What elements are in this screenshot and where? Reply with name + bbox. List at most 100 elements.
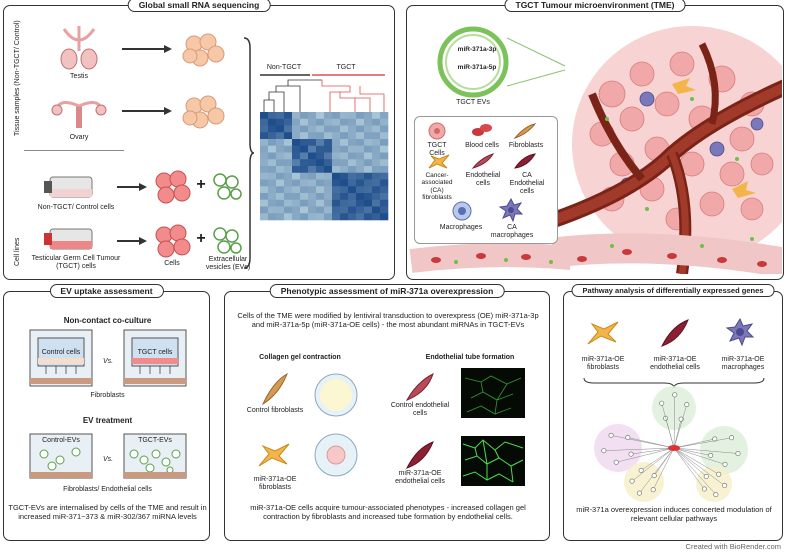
- heatmap-cell: [276, 132, 285, 140]
- heatmap-label-nontgct: Non-TGCT: [266, 64, 302, 71]
- heatmap-cell: [348, 125, 357, 133]
- well-tgct-evs: [123, 433, 187, 479]
- heatmap-cell: [364, 193, 373, 201]
- heatmap-cell: [356, 118, 365, 126]
- heatmap-cell: [332, 186, 341, 194]
- heatmap-cell: [284, 125, 293, 133]
- evs-label: Extracellular vesicles (EVs): [205, 256, 251, 272]
- plus-sign: +: [196, 230, 206, 247]
- legend-ca-endothelial-cells: CA Endothelial cells: [509, 172, 545, 196]
- nontgct-cells-label: Non-TGCT/ Control cells: [37, 204, 115, 211]
- heatmap-cell: [268, 112, 277, 120]
- panel-title: Global small RNA sequencing: [127, 0, 271, 12]
- endothelial-cell-icon: [405, 373, 434, 401]
- pathway-cluster: [594, 424, 642, 472]
- heatmap-cell: [332, 193, 341, 201]
- heatmap-cell: [356, 166, 365, 174]
- heatmap-cell: [372, 145, 381, 153]
- pathway-edge: [673, 437, 732, 449]
- flask-icon: [44, 176, 93, 198]
- heatmap-cell: [340, 193, 349, 201]
- heatmap-cell: [292, 159, 301, 167]
- heatmap-cell: [292, 199, 301, 207]
- heatmap-cell: [380, 139, 389, 147]
- ovary-label: Ovary: [69, 134, 89, 141]
- cell-cluster-icon: [155, 170, 191, 204]
- mir-3p-label: miR-371a-3p: [457, 46, 497, 53]
- heatmap-cell: [348, 172, 357, 180]
- heatmap-cell: [332, 145, 341, 153]
- heatmap-cell: [324, 125, 333, 133]
- pathway-edge: [603, 447, 675, 451]
- heatmap-cell: [292, 118, 301, 126]
- heatmap-cell: [292, 125, 301, 133]
- heatmap-cell: [356, 112, 365, 120]
- pathway-node: [684, 402, 690, 408]
- heatmap-cell: [276, 145, 285, 153]
- bracket-icon: [243, 37, 255, 269]
- heatmap-cell: [356, 125, 365, 133]
- heatmap-cell: [372, 118, 381, 126]
- panel-tme: TGCT Tumour microenvironment (TME): [406, 0, 784, 280]
- heatmap-cell: [324, 139, 333, 147]
- heatmap-label-tgct: TGCT: [336, 64, 356, 71]
- legend-tgct-cells: TGCT Cells: [427, 142, 447, 158]
- heatmap-cell: [324, 166, 333, 174]
- heatmap-cell: [332, 132, 341, 140]
- ca-fibroblast-icon: [428, 154, 450, 169]
- heatmap-cell: [316, 159, 325, 167]
- transwell-tgct: [123, 329, 187, 387]
- heatmap-cell: [324, 179, 333, 187]
- heatmap-cell: [268, 186, 277, 194]
- arrow-icon: [122, 45, 172, 53]
- heatmap-cell: [316, 145, 325, 153]
- heatmap-cell: [332, 172, 341, 180]
- heatmap-cell: [292, 152, 301, 160]
- pathway-edge: [673, 404, 688, 449]
- pathway-hub: [668, 445, 680, 451]
- pathway-edge: [611, 435, 675, 449]
- heatmap-cell: [268, 159, 277, 167]
- heatmap-cell: [284, 132, 293, 140]
- pathway-edge: [653, 447, 675, 476]
- heatmap-cell: [260, 125, 269, 133]
- fibroblast-icon: [513, 123, 537, 140]
- pathway-fibroblasts-label: miR-371a-OE fibroblasts: [581, 356, 625, 372]
- heatmap-cell: [276, 206, 285, 214]
- heatmap-cell: [284, 179, 293, 187]
- heatmap-cell: [284, 145, 293, 153]
- panel-title: EV uptake assessment: [49, 284, 164, 298]
- heatmap-cell: [284, 172, 293, 180]
- heatmap-cell: [332, 213, 341, 221]
- heatmap-cell: [348, 206, 357, 214]
- heatmap-cell: [380, 166, 389, 174]
- heatmap-cell: [324, 172, 333, 180]
- heatmap-cell: [260, 179, 269, 187]
- panel-rna-sequencing: Global small RNA sequencing Tissue sampl…: [3, 0, 395, 280]
- heatmap-cell: [260, 206, 269, 214]
- tube-formation-control-image: [461, 368, 525, 418]
- divider: [24, 150, 124, 151]
- pathway-node: [703, 473, 709, 479]
- heatmap-cell: [292, 139, 301, 147]
- heatmap-cell: [292, 112, 301, 120]
- heatmap-cell: [308, 118, 317, 126]
- pathway-node: [601, 448, 607, 454]
- heatmap-cell: [340, 179, 349, 187]
- noncontact-heading: Non-contact co-culture: [63, 316, 152, 325]
- heatmap-cell: [268, 179, 277, 187]
- heatmap-cell: [364, 112, 373, 120]
- fib-endo-label: Fibroblasts/ Endothelial cells: [63, 486, 152, 493]
- pathway-node: [722, 483, 728, 489]
- pathway-edge: [630, 447, 675, 455]
- heatmap-cell: [276, 166, 285, 174]
- heatmap-cell: [332, 179, 341, 187]
- heatmap-cell: [348, 145, 357, 153]
- heatmap-cell: [332, 152, 341, 160]
- heatmap: [260, 112, 389, 221]
- heatmap-cell: [284, 193, 293, 201]
- heatmap-cell: [260, 118, 269, 126]
- heatmap-cell: [364, 125, 373, 133]
- heatmap-cell: [380, 199, 389, 207]
- heatmap-cell: [308, 159, 317, 167]
